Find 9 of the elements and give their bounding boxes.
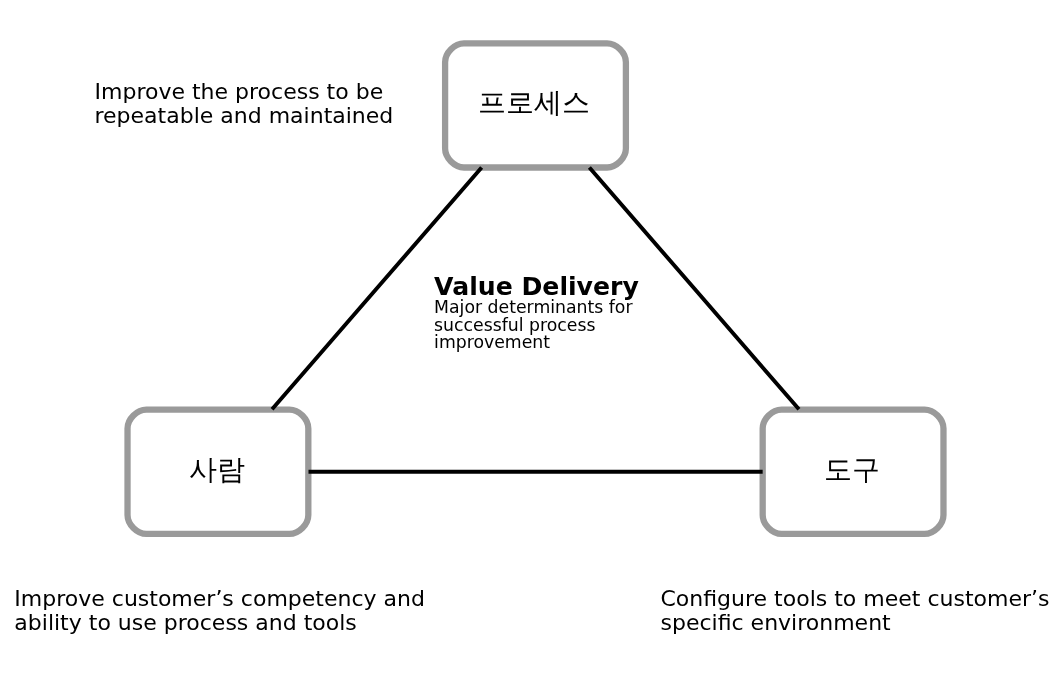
connector: [270, 166, 484, 411]
node-box: 도구: [759, 406, 947, 537]
node-label: Improve customer’s competency and ability to use process and tools: [14, 586, 425, 636]
node-box: 프로세스: [441, 40, 630, 171]
connector: [308, 469, 763, 474]
node-label: Improve the process to be repeatable and maintained: [94, 79, 394, 128]
connector: [587, 166, 801, 411]
node-label: Configure tools to meet customer’s specific environment: [660, 586, 1050, 636]
node-box: 사람: [124, 406, 312, 537]
